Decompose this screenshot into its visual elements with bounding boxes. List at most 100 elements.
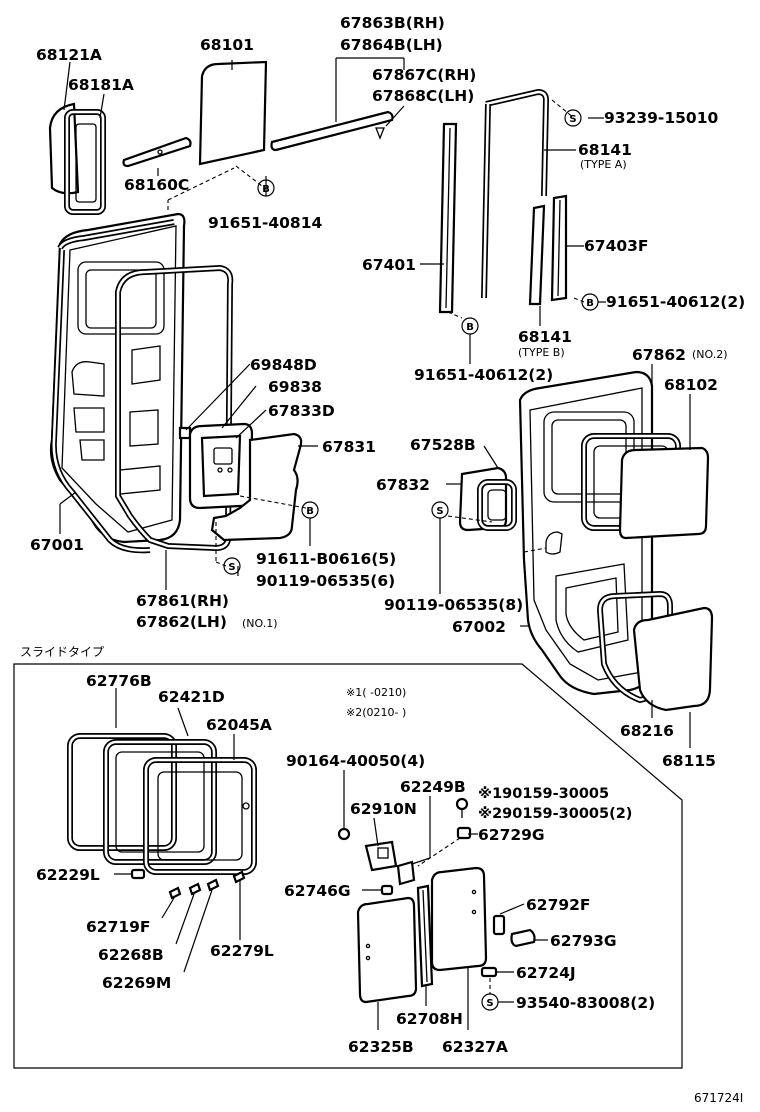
label-62729G: 62729G [478, 826, 545, 844]
clip-69848D [178, 426, 192, 440]
slide-glass-62327A [430, 866, 488, 972]
label-67863B: 67863B(RH) [340, 14, 445, 32]
weatherstrip-62776B [67, 733, 177, 851]
label-67864B: 67864B(LH) [340, 36, 443, 54]
label-68141-type-b: (TYPE B) [518, 346, 565, 359]
label-62325B: 62325B [348, 1038, 414, 1056]
label-68141-a: 68141 [578, 141, 632, 159]
label-67862-no2-suffix: (NO.2) [692, 348, 728, 361]
run-channel-68141-type-a [481, 88, 550, 299]
clip-62746G [380, 884, 394, 896]
label-91651-40612-a: 91651-40612(2) [606, 293, 745, 311]
svg-text:B: B [262, 184, 270, 195]
label-62793G: 62793G [550, 932, 617, 950]
label-62792F: 62792F [526, 896, 591, 914]
label-note-2: ※2(0210- ) [346, 706, 406, 719]
svg-text:S: S [228, 562, 235, 573]
label-68160C: 68160C [124, 176, 189, 194]
label-62724J: 62724J [516, 964, 576, 982]
label-68102: 68102 [664, 376, 718, 394]
glass-run-62421D [103, 739, 217, 865]
marker-s-93540-83008: S [481, 993, 499, 1011]
knob-62793G [510, 928, 536, 948]
door-glass-68102 [618, 446, 710, 540]
label-67832: 67832 [376, 476, 430, 494]
label-68141-type-a: (TYPE A) [580, 158, 627, 171]
label-67867C: 67867C(RH) [372, 66, 476, 84]
marker-b-91651-40814: B [257, 179, 275, 197]
label-67401: 67401 [362, 256, 416, 274]
label-62269M: 62269M [102, 974, 171, 992]
slide-glass-62325B [356, 896, 418, 1004]
label-68181A: 68181A [68, 76, 134, 94]
marker-s-90119-06535-a: S [223, 557, 241, 575]
label-90119-06535-a: 90119-06535(6) [256, 572, 395, 590]
label-67002: 67002 [452, 618, 506, 636]
svg-text:S: S [436, 506, 443, 517]
label-67528B: 67528B [410, 436, 476, 454]
label-62249B: 62249B [400, 778, 466, 796]
label-62746G: 62746G [284, 882, 351, 900]
leader-lines [59, 57, 691, 1030]
svg-text:B: B [306, 506, 314, 517]
label-93540-83008: 93540-83008(2) [516, 994, 655, 1012]
label-90119-06535-b: 90119-06535(8) [384, 596, 523, 614]
label-62719F: 62719F [86, 918, 151, 936]
label-62279L: 62279L [210, 942, 274, 960]
label-62910N: 62910N [350, 800, 417, 818]
stopper-62724J [480, 966, 498, 978]
screw-90159-30005 [455, 797, 469, 818]
service-hole-cover-67833D [200, 434, 242, 498]
label-note-1: ※1( -0210) [346, 686, 406, 699]
label-62708H: 62708H [396, 1010, 463, 1028]
label-93239-15010: 93239-15010 [604, 109, 718, 127]
marker-b-91651-40612-b: B [461, 317, 479, 335]
label-62229L: 62229L [36, 866, 100, 884]
label-91651-40814: 91651-40814 [208, 214, 322, 232]
window-glass-68115 [632, 606, 714, 712]
label-68101: 68101 [200, 36, 254, 54]
label-90159-30005-1: ※190159-30005 [478, 786, 609, 802]
label-slide-type: スライドタイプ [20, 645, 104, 659]
label-62045A: 62045A [206, 716, 272, 734]
latch-62910N [364, 840, 398, 872]
latch-62792F [492, 914, 506, 936]
label-67862-lh: 67862(LH) [136, 613, 227, 631]
glass-run-62708H [416, 884, 434, 988]
label-67861: 67861(RH) [136, 592, 229, 610]
label-68121A: 68121A [36, 46, 102, 64]
small-parts-62719F-62268B-62269M-62279L [168, 870, 246, 900]
label-91611-B0616: 91611-B0616(5) [256, 550, 396, 568]
label-62776B: 62776B [86, 672, 152, 690]
door-glass-68101 [198, 60, 268, 166]
label-69838: 69838 [268, 378, 322, 396]
label-67862-no2: 67862 [632, 346, 686, 364]
marker-s-93239-15010: S [564, 109, 582, 127]
division-bar-67401 [438, 122, 458, 314]
svg-text:B: B [466, 322, 474, 333]
label-67001: 67001 [30, 536, 84, 554]
label-90159-30005-2: ※290159-30005(2) [478, 806, 632, 822]
belt-moulding-67863B [270, 110, 394, 152]
label-62268B: 62268B [98, 946, 164, 964]
bracket-62729G [456, 826, 472, 840]
label-67868C: 67868C(LH) [372, 87, 474, 105]
screw-90164-40050 [337, 827, 351, 841]
run-channel-68141-type-b [528, 204, 546, 306]
label-62421D: 62421D [158, 688, 225, 706]
slide-type-frame [13, 663, 683, 1069]
marker-b-91611-B0616: B [301, 501, 319, 519]
window-weatherstrip-68216 [596, 590, 673, 704]
door-trim-board-67831 [210, 432, 303, 542]
label-67862-no1: (NO.1) [242, 617, 278, 630]
label-69848D: 69848D [250, 356, 317, 374]
label-68216: 68216 [620, 722, 674, 740]
svg-text:S: S [569, 114, 576, 125]
label-diagram-code: 671724I [694, 1091, 743, 1105]
label-91651-40612-b: 91651-40612(2) [414, 366, 553, 384]
label-68115: 68115 [662, 752, 716, 770]
marker-b-91651-40612-a: B [581, 293, 599, 311]
division-bar-67403F [550, 194, 568, 302]
label-67403F: 67403F [584, 237, 649, 255]
